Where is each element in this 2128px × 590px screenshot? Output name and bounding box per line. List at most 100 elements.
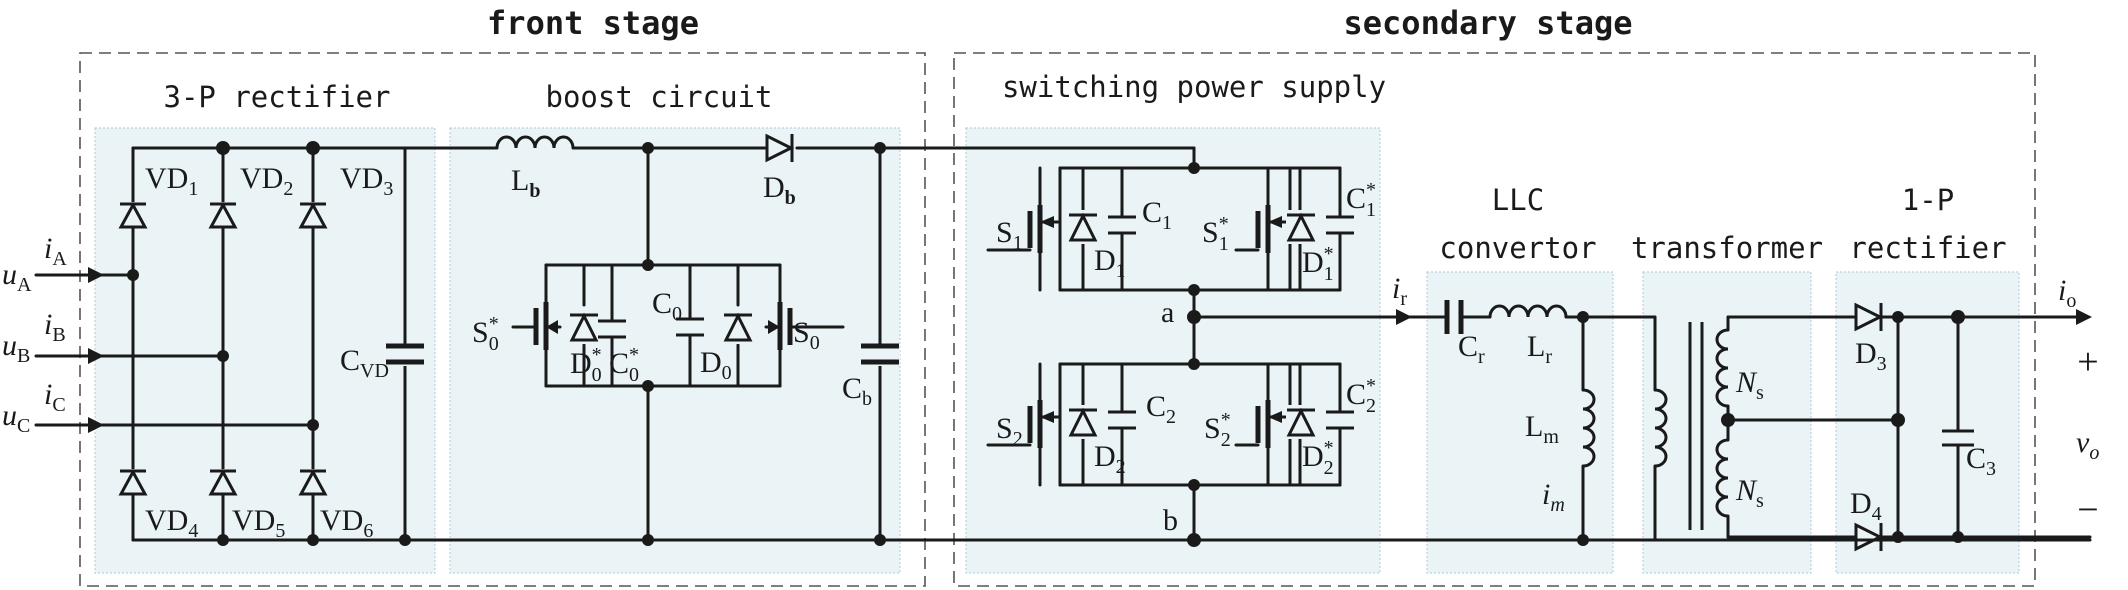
front-stage-border xyxy=(79,52,926,587)
vd3-label: VD3 xyxy=(340,162,393,200)
rect1p-title-2: rectifier xyxy=(1849,231,2006,265)
ub-label: uB xyxy=(2,329,30,367)
secondary-stage-border xyxy=(953,52,2036,587)
d3-label: D3 xyxy=(1855,337,1887,375)
front-stage-title: front stage xyxy=(487,4,699,42)
d3-diode xyxy=(1854,302,1884,332)
secondary-stage-title: secondary stage xyxy=(1344,4,1633,42)
llc-wires xyxy=(1444,300,1657,542)
secondary-winding-bottom xyxy=(1715,438,1729,518)
cvd-capacitor xyxy=(385,343,425,366)
node-a-label: a xyxy=(1161,296,1174,329)
output-minus: − xyxy=(2077,489,2098,531)
rectifier-diode-symbols xyxy=(118,201,328,496)
cb-capacitor xyxy=(860,343,900,366)
input-arrows xyxy=(88,267,104,433)
boost-box xyxy=(449,127,901,574)
s0-mosfet xyxy=(764,302,845,350)
lb-label: Lb xyxy=(511,164,540,202)
vd5-label: VD5 xyxy=(232,504,285,542)
db-diode xyxy=(765,133,795,163)
cr-label: Cr xyxy=(1458,330,1485,368)
transformer-center-tap xyxy=(1721,413,1735,427)
c2-label: C2 xyxy=(1146,390,1176,428)
output-plus: + xyxy=(2077,341,2098,383)
d0-label: D0 xyxy=(700,346,732,384)
primary-winding xyxy=(1654,388,1668,468)
s1-label: S1 xyxy=(996,216,1023,254)
sps-junctions xyxy=(1187,162,1201,547)
vd1-label: VD1 xyxy=(145,162,198,200)
secondary-winding-top xyxy=(1715,328,1729,408)
s1s-cell xyxy=(1234,166,1354,292)
d4-diode xyxy=(1854,522,1884,552)
s1-cell xyxy=(986,166,1136,292)
d1s-label: D*1 xyxy=(1302,243,1334,285)
ir-arrow xyxy=(1396,309,1412,325)
llc-title-1: LLC xyxy=(1492,183,1544,217)
d4-label: D4 xyxy=(1850,487,1882,525)
c2s-label: C*2 xyxy=(1346,375,1376,417)
lr-label: Lr xyxy=(1527,330,1552,368)
s2-cell xyxy=(986,362,1136,487)
rect1p-title-1: 1-P xyxy=(1902,183,1954,217)
c1-label: C1 xyxy=(1142,196,1172,234)
vd6-label: VD6 xyxy=(320,504,373,542)
llc-title-2: convertor xyxy=(1439,231,1596,265)
node-b-label: b xyxy=(1163,504,1178,537)
ia-label: iA xyxy=(44,232,67,270)
boost-title: boost circuit xyxy=(546,80,773,114)
cb-label: Cb xyxy=(842,372,872,410)
vo-label: vo xyxy=(2076,426,2099,464)
s0s-label: S*0 xyxy=(472,313,499,355)
sps-title: switching power supply xyxy=(1002,70,1386,104)
transformer-core xyxy=(1688,322,1704,530)
rect1p-wires xyxy=(1848,315,2092,539)
ic-label: iC xyxy=(44,378,66,416)
cvd-label: CVD xyxy=(340,344,389,382)
io-label: io xyxy=(2058,274,2076,312)
transformer-wires xyxy=(1726,315,1900,539)
boost-wires xyxy=(403,146,1196,542)
lr-inductor xyxy=(1488,304,1568,318)
c3-capacitor xyxy=(1942,429,1974,447)
d0-diode xyxy=(723,310,753,344)
io-arrow xyxy=(2076,309,2092,325)
im-label: im xyxy=(1542,478,1565,516)
rectifier3p-box xyxy=(94,127,436,574)
c1s-label: C*1 xyxy=(1346,179,1376,221)
vd2-label: VD2 xyxy=(240,162,293,200)
c3-label: C3 xyxy=(1966,442,1996,480)
vd4-label: VD4 xyxy=(145,504,198,542)
d2s-label: D*2 xyxy=(1302,437,1334,479)
rect1p-junctions xyxy=(1891,310,1965,543)
s2s-cell xyxy=(1234,362,1354,487)
uc-label: uC xyxy=(2,399,30,437)
ir-label: ir xyxy=(1392,272,1407,310)
ua-label: uA xyxy=(2,258,32,296)
s1s-label: S*1 xyxy=(1202,213,1229,255)
c0s-label: C*0 xyxy=(609,344,639,386)
s0s-mosfet xyxy=(511,302,562,350)
d2-label: D2 xyxy=(1094,440,1126,478)
s0-label: S0 xyxy=(793,316,820,354)
transformer-title: transformer xyxy=(1631,231,1823,265)
ib-label: iB xyxy=(44,308,66,346)
sps-wires xyxy=(1058,146,2092,542)
llc-junctions xyxy=(1577,311,1589,546)
lm-inductor xyxy=(1582,388,1596,468)
s2s-label: S*2 xyxy=(1204,409,1231,451)
lb-inductor xyxy=(495,135,575,149)
d0s-diode xyxy=(569,310,599,344)
c0s-capacitor xyxy=(598,319,626,339)
c0-label: C0 xyxy=(652,287,682,325)
c0-capacitor xyxy=(676,317,704,337)
lm-label: Lm xyxy=(1525,410,1559,448)
rectifier-junctions xyxy=(127,141,411,546)
rectifier3p-title: 3-P rectifier xyxy=(164,80,391,114)
d0s-label: D*0 xyxy=(570,344,602,386)
ns-bottom-label: Ns xyxy=(1735,474,1764,512)
s2-label: S2 xyxy=(996,412,1023,450)
sps-box xyxy=(965,127,1381,574)
